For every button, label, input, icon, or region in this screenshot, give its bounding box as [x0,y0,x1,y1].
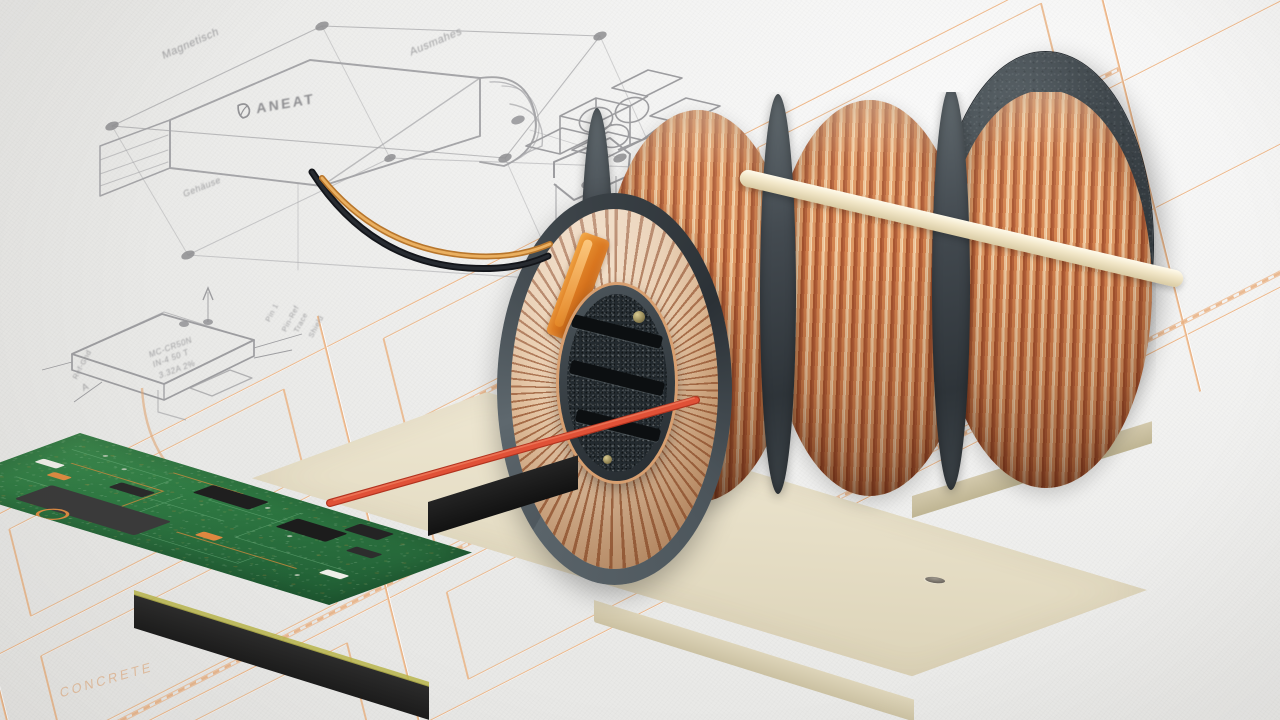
hub-screw-bottom [603,455,612,464]
coil-near-disc [497,193,732,585]
controller-circuit-board [0,425,578,720]
coil-divider-ring-2 [932,92,970,490]
leaf-shield-icon [237,103,251,119]
pcb-carrier-front [134,594,429,720]
ferrite-core-hub [559,285,675,481]
coil-divider-ring-1 [760,94,796,494]
coil-segment-3 [940,92,1152,488]
hub-screw-top [633,311,645,323]
pcb-substrate [0,433,473,605]
